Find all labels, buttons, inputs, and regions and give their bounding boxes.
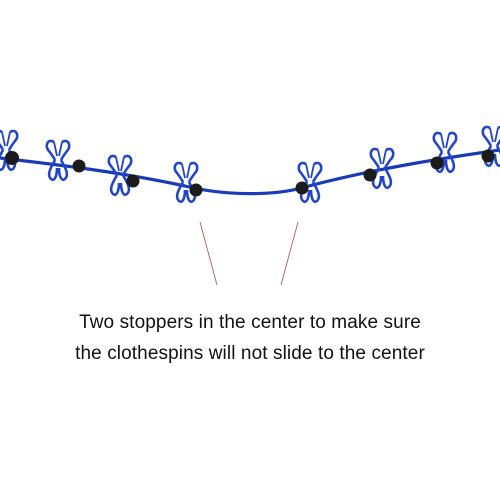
bead-stoppers (5, 149, 495, 197)
center-stopper-left (189, 183, 203, 197)
bead-stopper (481, 149, 495, 163)
center-stopper-right (295, 181, 309, 195)
bead-stopper (430, 156, 444, 170)
bead-stopper (5, 151, 19, 165)
bead-stopper (126, 174, 140, 188)
bead-stopper (72, 159, 86, 173)
clothespin (45, 139, 71, 182)
caption-line-2: the clothespins will not slide to the ce… (75, 343, 425, 364)
pointer-line-left (199, 221, 218, 286)
clothesline-rope (0, 148, 500, 196)
caption-line-1: Two stoppers in the center to make sure (79, 312, 421, 333)
pointer-line-right (280, 221, 299, 286)
bead-stopper (363, 168, 377, 182)
